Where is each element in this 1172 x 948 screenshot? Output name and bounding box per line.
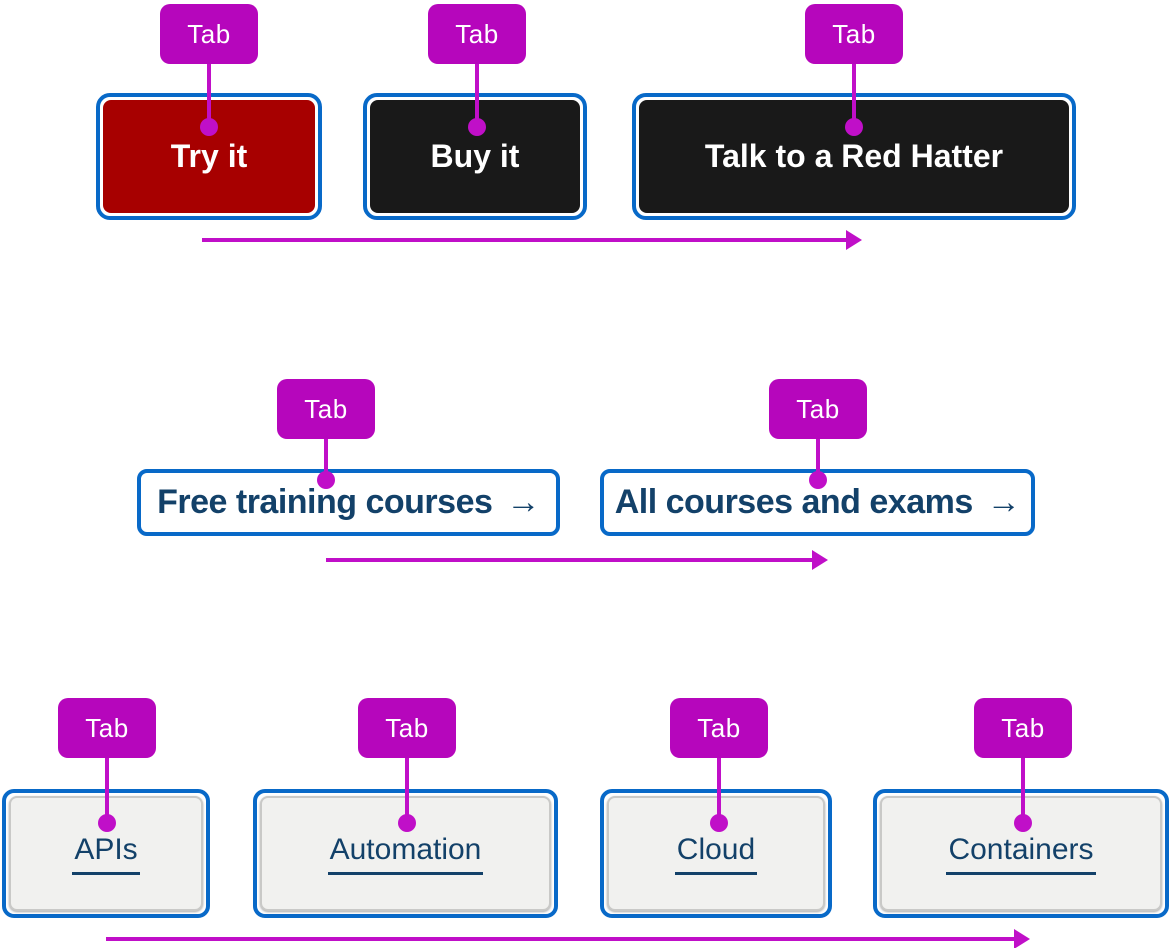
buy-it-button[interactable]: Buy it bbox=[370, 100, 580, 213]
tab-connector-line bbox=[324, 435, 328, 481]
arrow-right-icon: → bbox=[986, 483, 1021, 521]
tab-connector-line bbox=[852, 60, 856, 128]
tab-connector-dot bbox=[845, 118, 863, 136]
tab-connector-line bbox=[475, 60, 479, 128]
tab-order-flow-arrow bbox=[106, 929, 1030, 948]
tab-connector-line bbox=[717, 754, 721, 824]
link-label: All courses and exams bbox=[614, 483, 974, 521]
tab-key-chip: Tab bbox=[358, 698, 456, 758]
tab-key-chip: Tab bbox=[160, 4, 258, 64]
tab-connector-line bbox=[105, 754, 109, 824]
tab-connector-dot bbox=[809, 471, 827, 489]
containers-link[interactable]: Containers bbox=[946, 833, 1096, 875]
tab-key-chip: Tab bbox=[670, 698, 768, 758]
tab-connector-dot bbox=[1014, 814, 1032, 832]
tab-connector-dot bbox=[710, 814, 728, 832]
arrow-line bbox=[202, 238, 848, 242]
tab-connector-dot bbox=[468, 118, 486, 136]
link-label: Free training courses bbox=[157, 483, 493, 521]
tab-key-chip: Tab bbox=[428, 4, 526, 64]
arrow-line bbox=[326, 558, 814, 562]
apis-link[interactable]: APIs bbox=[72, 833, 140, 875]
tab-connector-dot bbox=[200, 118, 218, 136]
tab-connector-dot bbox=[317, 471, 335, 489]
tab-connector-dot bbox=[398, 814, 416, 832]
free-training-courses-link[interactable]: Free training courses → bbox=[137, 469, 560, 536]
tab-connector-line bbox=[1021, 754, 1025, 824]
cloud-link[interactable]: Cloud bbox=[674, 833, 758, 875]
cloud-card-focus-ring: Cloud bbox=[600, 789, 832, 918]
tab-key-chip: Tab bbox=[277, 379, 375, 439]
arrow-right-icon: → bbox=[506, 483, 540, 521]
arrow-line bbox=[106, 937, 1016, 941]
tab-connector-line bbox=[816, 435, 820, 481]
tab-connector-line bbox=[405, 754, 409, 824]
tab-order-flow-arrow bbox=[202, 230, 862, 250]
arrowhead-icon bbox=[846, 230, 862, 250]
tab-key-chip: Tab bbox=[805, 4, 903, 64]
tab-connector-dot bbox=[98, 814, 116, 832]
tab-key-chip: Tab bbox=[769, 379, 867, 439]
automation-link[interactable]: Automation bbox=[327, 833, 484, 875]
arrowhead-icon bbox=[812, 550, 828, 570]
tab-connector-line bbox=[207, 60, 211, 128]
arrowhead-icon bbox=[1014, 929, 1030, 948]
tab-key-chip: Tab bbox=[58, 698, 156, 758]
tab-key-chip: Tab bbox=[974, 698, 1072, 758]
buy-it-focus-ring: Buy it bbox=[363, 93, 587, 220]
tab-order-flow-arrow bbox=[326, 550, 828, 570]
